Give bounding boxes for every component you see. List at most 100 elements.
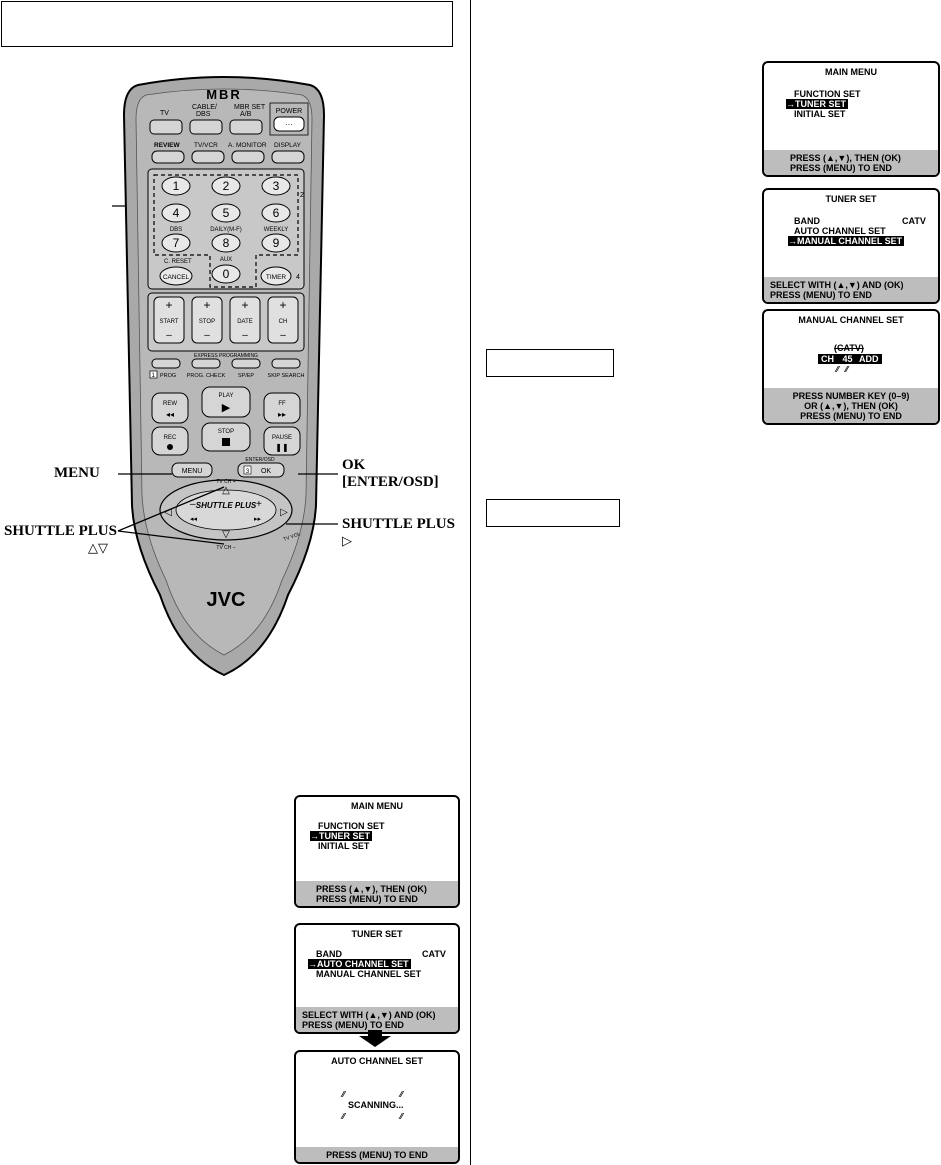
power-label: POWER	[276, 108, 302, 115]
svg-text:4: 4	[173, 206, 180, 220]
a-monitor-label: A. MONITOR	[228, 142, 267, 149]
a-monitor-button[interactable]	[231, 150, 265, 164]
svg-text:A/B: A/B	[240, 111, 252, 118]
osd-manual-channel-set: MANUAL CHANNEL SET (CATV) CH 45 ADD ⁄⁄ ⁄…	[762, 309, 940, 425]
shuttle-left-icon[interactable]: ◁	[164, 507, 172, 518]
tv-vol-label: TV VOL	[283, 531, 302, 543]
prog-check-button[interactable]	[191, 358, 221, 369]
timer-button[interactable]: TIMER	[260, 266, 292, 286]
svg-text:▸▸: ▸▸	[278, 410, 286, 419]
keypad-step-badge: 2	[300, 192, 304, 199]
step-label-box-2	[486, 499, 620, 527]
shuttle-right-icon[interactable]: ▷	[280, 507, 288, 518]
svg-text:OK: OK	[261, 468, 271, 475]
stop-time-button[interactable]: +STOP–	[191, 296, 223, 344]
svg-text:+: +	[256, 499, 262, 510]
daily-sublabel: DAILY(M-F)	[210, 227, 242, 233]
date-button[interactable]: +DATE–	[229, 296, 261, 344]
mbr-set-label: MBR SET	[234, 104, 266, 111]
svg-text:❚❚: ❚❚	[275, 443, 288, 452]
osd-item-manual-channel-set: MANUAL CHANNEL SET	[316, 969, 422, 979]
svg-text:MENU: MENU	[182, 468, 203, 475]
pause-button[interactable]: PAUSE ❚❚	[263, 426, 301, 456]
svg-text:3: 3	[246, 469, 250, 475]
tv-mode-button[interactable]	[149, 119, 183, 135]
digit-1-button[interactable]: 1	[161, 176, 191, 196]
menu-button[interactable]: MENU	[171, 462, 213, 478]
osd-main-menu-2: MAIN MENU FUNCTION SET →TUNER SET INITIA…	[294, 795, 460, 908]
ok-callout: OK	[342, 457, 366, 473]
digit-7-button[interactable]: 7	[161, 233, 191, 253]
osd-blink-marks-top: ⁄⁄	[342, 1090, 345, 1099]
osd-blink-marks: ⁄⁄ ⁄⁄	[836, 365, 849, 374]
digit-9-button[interactable]: 9	[261, 233, 291, 253]
svg-text:STOP: STOP	[199, 319, 215, 325]
osd-footer: SELECT WITH (▲,▼) AND (OK) PRESS (MENU) …	[764, 277, 938, 302]
skip-search-button[interactable]	[271, 358, 301, 369]
digit-4-button[interactable]: 4	[161, 203, 191, 223]
svg-text:9: 9	[273, 236, 280, 250]
shuttle-up-icon[interactable]: △	[222, 485, 230, 496]
osd-item-function-set: FUNCTION SET	[794, 89, 861, 99]
osd-channel-row: CH 45 ADD	[818, 354, 882, 364]
osd-footer: PRESS (▲,▼), THEN (OK) PRESS (MENU) TO E…	[296, 881, 458, 906]
tv-ch-plus-label: TV CH +	[216, 479, 235, 485]
ch-button[interactable]: +CH–	[267, 296, 299, 344]
digit-5-button[interactable]: 5	[211, 203, 241, 223]
rec-button[interactable]: REC	[151, 426, 189, 456]
digit-6-button[interactable]: 6	[261, 203, 291, 223]
tv-vcr-label: TV/VCR	[194, 142, 218, 149]
cable-dbs-label: CABLE/	[192, 104, 217, 111]
shuttle-plus-ring[interactable]: △ ▽ ◁ ▷ – + SHUTTLE PLUS ◂◂ ▸▸	[159, 479, 293, 541]
cancel-button[interactable]: CANCEL	[159, 266, 193, 286]
osd-title: TUNER SET	[825, 194, 877, 204]
ff-button[interactable]: FF▸▸	[263, 392, 301, 424]
svg-text:▸▸: ▸▸	[254, 516, 262, 523]
step-label-box-1	[486, 349, 614, 377]
svg-text:PAUSE: PAUSE	[272, 435, 292, 441]
digit-3-button[interactable]: 3	[261, 176, 291, 196]
stop-button[interactable]: STOP	[201, 422, 251, 452]
svg-text:8: 8	[223, 236, 230, 250]
svg-text:DBS: DBS	[196, 111, 211, 118]
svg-text:▶: ▶	[222, 402, 231, 414]
play-button[interactable]: PLAY▶	[201, 386, 251, 418]
mbr-set-button[interactable]	[229, 119, 263, 135]
callout-lines	[117, 473, 338, 545]
power-button[interactable]	[273, 116, 305, 132]
svg-text:CANCEL: CANCEL	[163, 274, 190, 281]
keypad-dashed-outline	[153, 174, 299, 288]
svg-text:+: +	[241, 298, 248, 312]
svg-text:–: –	[204, 330, 210, 341]
display-button[interactable]	[271, 150, 305, 164]
start-button[interactable]: +START–	[153, 296, 185, 344]
tv-vcr-button[interactable]	[191, 150, 225, 164]
svg-text:START: START	[159, 319, 178, 325]
menu-callout: MENU	[54, 465, 100, 481]
prog-button[interactable]	[151, 358, 181, 369]
digit-8-button[interactable]: 8	[211, 233, 241, 253]
down-arrow-icon	[359, 1030, 391, 1047]
svg-text:TIMER: TIMER	[266, 274, 287, 281]
svg-text:CH: CH	[279, 319, 288, 325]
shuttle-plus-label: SHUTTLE PLUS	[196, 501, 257, 510]
sp-ep-button[interactable]	[231, 358, 261, 369]
digit-2-button[interactable]: 2	[211, 176, 241, 196]
osd-blink-marks-top-right: ⁄⁄	[400, 1090, 403, 1099]
review-button[interactable]	[151, 150, 185, 164]
svg-text:0: 0	[223, 267, 230, 281]
shuttle-down-icon[interactable]: ▽	[222, 529, 230, 540]
osd-blink-marks-bottom: ⁄⁄	[342, 1112, 345, 1121]
osd-item-band: BAND	[316, 949, 342, 959]
digit-0-button[interactable]: 0	[211, 264, 241, 284]
rew-button[interactable]: REW◂◂	[151, 392, 189, 424]
svg-text:2: 2	[223, 179, 230, 193]
enter-osd-label: ENTER/OSD	[245, 457, 275, 463]
prog-check-label: PROG. CHECK	[187, 373, 226, 379]
cable-dbs-button[interactable]	[189, 119, 223, 135]
ok-button[interactable]: 3 OK	[237, 462, 285, 478]
osd-band-value: CATV	[902, 216, 926, 226]
sp-ep-label: SP/EP	[238, 373, 255, 379]
column-divider	[470, 0, 471, 1165]
prog-step-badge: 1	[152, 373, 156, 379]
